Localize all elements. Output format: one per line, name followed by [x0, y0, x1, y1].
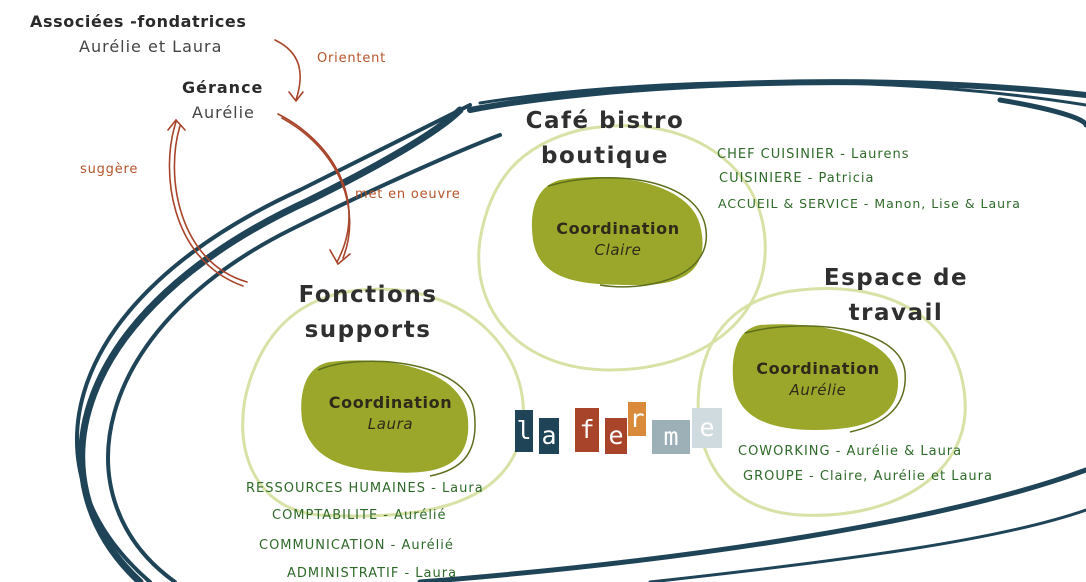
logo-letter: f: [575, 408, 599, 452]
arrow-label-met-en-oeuvre: met en oeuvre: [355, 187, 461, 202]
founders-title: Associées -fondatrices: [30, 12, 247, 31]
coord-blob-fonctions: [301, 360, 469, 473]
fonctions-coordination-label: Coordination: [328, 393, 453, 412]
relation-arrows: [167, 39, 351, 287]
espace-coordination-name: Aurélie: [789, 381, 847, 399]
coord-blob-espace-outline: [744, 325, 906, 433]
cafe-role: CUISINIERE - Patricia: [719, 171, 875, 186]
logo-letter: e: [605, 418, 627, 454]
cafe-title-line1: Café bistro: [525, 108, 685, 134]
cafe-role: ACCUEIL & SERVICE - Manon, Lise & Laura: [718, 196, 1021, 211]
cafe-coordination-label: Coordination: [556, 219, 680, 238]
cafe-coordination: Coordination Claire: [538, 219, 698, 259]
logo-letter: l: [515, 410, 533, 452]
coordination-blobs: [301, 177, 906, 477]
coord-blob-cafe-outline: [547, 177, 707, 288]
fonctions-title-line1: Fonctions: [298, 282, 438, 308]
logo-letter: a: [539, 418, 559, 454]
cafe-title-line2: boutique: [541, 143, 669, 169]
coord-blob-espace: [732, 324, 899, 430]
logo-letter: r: [628, 402, 646, 436]
espace-title: Espace de travail: [796, 261, 996, 331]
arrow-label-orientent: Orientent: [317, 51, 387, 66]
espace-title-line1: Espace de: [823, 265, 969, 291]
management-title: Gérance: [182, 78, 264, 97]
logo-letter: e: [692, 408, 722, 448]
fonctions-role: RESSOURCES HUMAINES - Laura: [246, 481, 484, 496]
fonctions-role: ADMINISTRATIF - Laura: [287, 566, 458, 581]
pole-circles: [241, 124, 967, 518]
fonctions-title-line2: supports: [304, 317, 432, 343]
espace-coordination: Coordination Aurélie: [738, 359, 898, 399]
espace-coordination-label: Coordination: [756, 359, 880, 378]
coord-blob-cafe: [531, 177, 703, 285]
fonctions-coordination: Coordination Laura: [308, 393, 473, 433]
espace-title-line2: travail: [848, 300, 944, 326]
espace-role: COWORKING - Aurélie & Laura: [738, 444, 963, 459]
logo-letter: m: [652, 420, 690, 454]
fonctions-role: COMPTABILITE - Aurélié: [272, 508, 447, 523]
fonctions-coordination-name: Laura: [367, 415, 414, 433]
cafe-role: CHEF CUISINIER - Laurens: [717, 147, 910, 162]
espace-role: GROUPE - Claire, Aurélie et Laura: [743, 469, 993, 484]
cafe-coordination-name: Claire: [594, 241, 642, 259]
arrow-label-suggere: suggère: [80, 162, 139, 177]
founders-names: Aurélie et Laura: [79, 37, 223, 56]
coord-blob-fonctions-outline: [317, 360, 476, 477]
management-name: Aurélie: [192, 103, 255, 122]
fonctions-title: Fonctions supports: [268, 278, 468, 348]
fonctions-role: COMMUNICATION - Aurélié: [259, 538, 454, 553]
cafe-title: Café bistro boutique: [505, 104, 705, 174]
